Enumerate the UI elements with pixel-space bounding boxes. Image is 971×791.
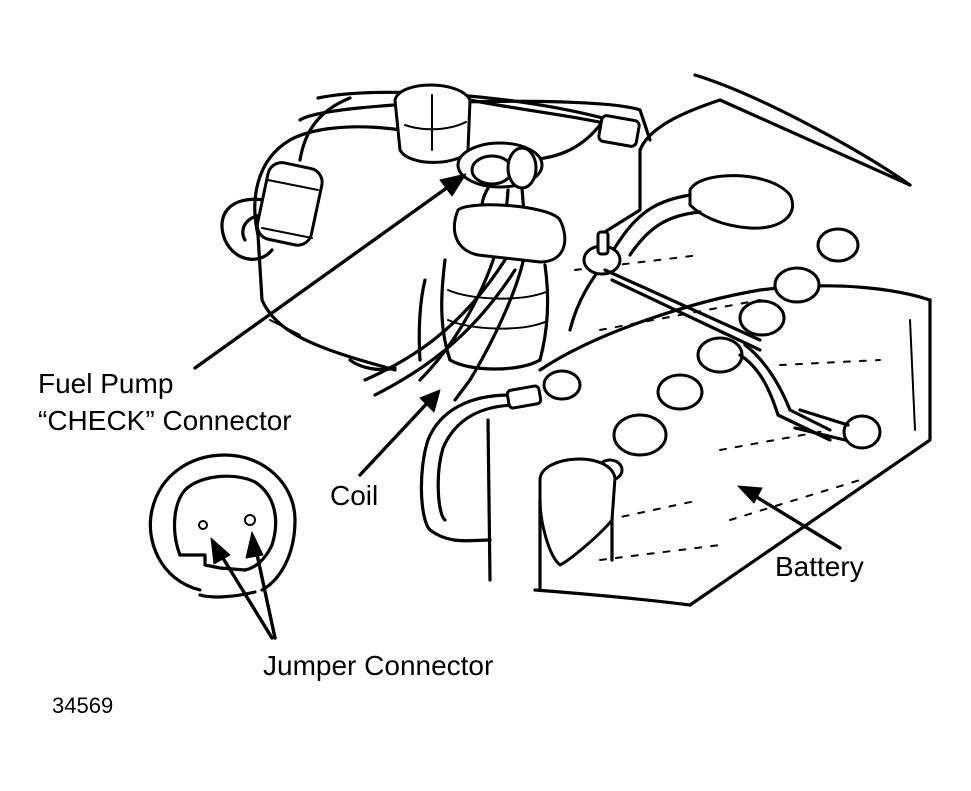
hoses — [363, 258, 517, 397]
coil-lead — [419, 369, 582, 543]
cable-clamp — [220, 96, 352, 261]
figure-number: 34569 — [52, 693, 113, 718]
jumper-connector-inset — [148, 453, 297, 599]
ignition-coil — [417, 203, 567, 371]
battery-holddown — [582, 230, 882, 450]
label-fuel-pump-line1: Fuel Pump — [38, 368, 173, 399]
battery-caps — [596, 227, 860, 482]
label-jumper-connector: Jumper Connector — [263, 650, 493, 681]
battery-cable-negative — [568, 174, 794, 332]
upper-harness — [316, 83, 641, 164]
arrow-jumper-right — [245, 531, 277, 640]
label-fuel-pump-line2: “CHECK” Connector — [38, 405, 292, 436]
arrow-fuel-pump — [193, 173, 467, 370]
arrow-coil — [358, 389, 441, 477]
arrow-jumper-left — [210, 537, 274, 640]
arrow-battery — [737, 485, 842, 550]
label-battery: Battery — [775, 551, 864, 582]
check-connector — [418, 141, 544, 402]
battery-terminal-positive — [538, 457, 617, 592]
label-coil: Coil — [330, 480, 378, 511]
